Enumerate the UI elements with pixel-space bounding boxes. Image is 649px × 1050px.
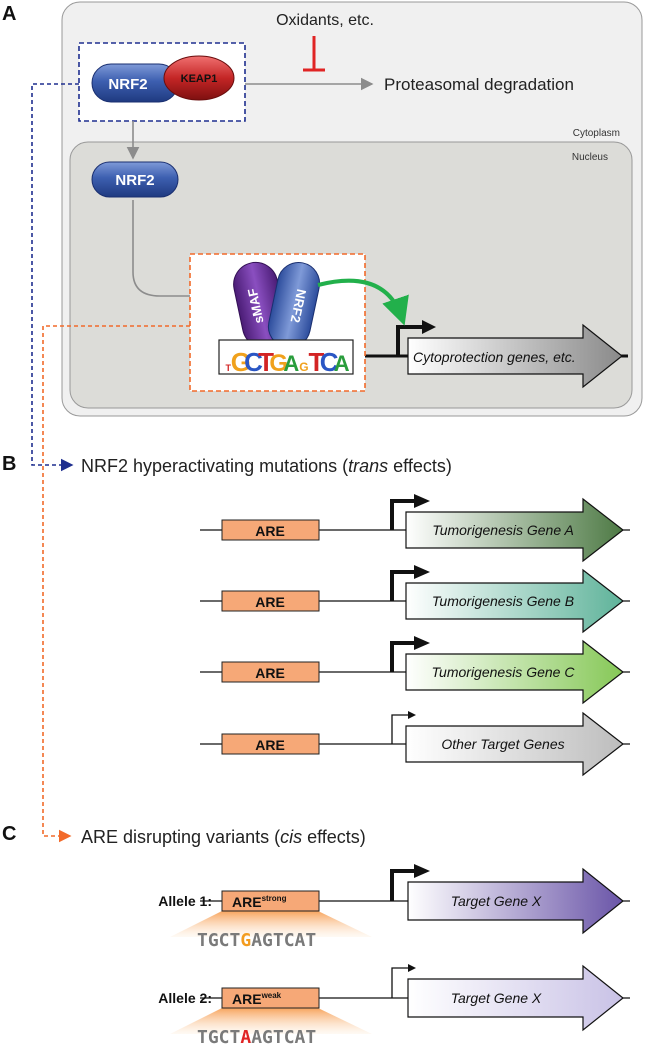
are-highlight-fan [170, 1008, 372, 1034]
nrf2-label-bound: NRF2 [288, 288, 310, 324]
gene-arrow [405, 497, 624, 563]
allele-label: Allele 2: [158, 990, 212, 1006]
are-motif-logo [218, 339, 354, 375]
cis-connector [42, 325, 190, 843]
cytoplasm-label: Cytoplasm [573, 128, 620, 139]
gene-arrow [407, 867, 624, 935]
gene-label: Tumorigenesis Gene C [432, 664, 576, 680]
are-box [221, 590, 320, 612]
panel-b-title: NRF2 hyperactivating mutations (trans ef… [81, 456, 452, 476]
are-box [221, 890, 320, 912]
are-label: AREweak [232, 991, 282, 1007]
tss-arrow [390, 499, 416, 530]
target-gene-row: ARE Tumorigenesis Gene C [200, 636, 630, 705]
motif-letter: C [320, 347, 339, 377]
target-gene-list: ARE Tumorigenesis Gene A ARE Tumorigenesis … [200, 494, 630, 777]
tss-arrow [391, 967, 410, 998]
trans-connector [31, 83, 79, 472]
nucleus-label: Nucleus [572, 152, 608, 163]
target-gene-row: ARE Tumorigenesis Gene B [200, 565, 630, 634]
are-label: ARE [255, 737, 285, 753]
are-box [221, 733, 320, 755]
gene-arrow [407, 964, 624, 1032]
allele-sequence: TGCTGAGTCAT [197, 930, 316, 951]
smaf-label: sMAF [245, 287, 267, 325]
are-highlight-fan [170, 911, 372, 937]
are-box [221, 661, 320, 683]
gene-arrow [405, 568, 624, 634]
nrf2-protein-nucleus [91, 161, 179, 198]
gene-label: Tumorigenesis Gene B [432, 593, 574, 609]
panel-a-letter: A [2, 3, 16, 25]
panel-c-letter: C [2, 823, 16, 845]
tss-arrow [391, 714, 410, 744]
gene-label: Other Target Genes [441, 736, 564, 752]
keap1-protein [163, 55, 235, 101]
motif-letter: T [226, 363, 232, 373]
panel-a: A Cytoplasm Nucleus Oxidants, etc. NRF2 … [2, 1, 643, 417]
are-label: AREstrong [232, 894, 287, 910]
tss-arrow [390, 641, 416, 672]
gene-label: Target Gene X [451, 893, 542, 909]
motif-letter: T [309, 347, 325, 377]
tss-arrow [390, 869, 416, 901]
motif-letter: T [258, 347, 274, 377]
are-label: ARE [255, 523, 285, 539]
gene-arrow [405, 711, 624, 777]
panel-c: C ARE disrupting variants (cis effects) … [2, 823, 630, 1048]
motif-letter: C [244, 347, 263, 377]
oxidants-label: Oxidants, etc. [276, 12, 374, 29]
gene-arrow [405, 639, 624, 705]
allele-sequence: TGCTAAGTCAT [197, 1027, 316, 1048]
target-gene-row: ARE Other Target Genes [200, 711, 630, 777]
cytoprotection-gene-label: Cytoprotection genes, etc. [413, 349, 576, 365]
motif-letter: G [269, 350, 288, 377]
degradation-label: Proteasomal degradation [384, 75, 574, 94]
target-gene-row: ARE Tumorigenesis Gene A [200, 494, 630, 563]
are-box [221, 987, 320, 1009]
tss-arrowhead [414, 565, 430, 579]
keap1-label: KEAP1 [181, 73, 218, 85]
tss-arrowhead [414, 636, 430, 650]
are-label: ARE [255, 594, 285, 610]
nrf2-label-nucleus: NRF2 [115, 172, 154, 189]
tss-arrow [390, 570, 416, 601]
cytoprotection-gene-arrow [407, 323, 623, 389]
tss-arrowhead [408, 711, 416, 719]
motif-letter: A [334, 351, 350, 376]
tss-arrowhead [408, 964, 416, 972]
panel-b: B NRF2 hyperactivating mutations (trans … [2, 453, 630, 777]
tss-arrowhead [414, 494, 430, 508]
motif-letter: A [283, 351, 299, 376]
panel-b-letter: B [2, 453, 16, 475]
are-label: ARE [255, 665, 285, 681]
gene-label: Target Gene X [451, 990, 542, 1006]
allele-label: Allele 1: [158, 893, 212, 909]
tss-arrowhead [414, 864, 430, 878]
are-box [221, 519, 320, 541]
motif-letter: G [299, 360, 308, 374]
tss-arrow-cyto [396, 320, 436, 357]
nrf2-label-cytoplasm: NRF2 [108, 76, 147, 93]
binding-arrow [132, 200, 217, 303]
activation-arrow [317, 278, 409, 326]
gene-label: Tumorigenesis Gene A [432, 522, 574, 538]
inhibition-symbol [303, 36, 325, 72]
motif-letter: G [231, 347, 251, 377]
panel-c-title: ARE disrupting variants (cis effects) [81, 827, 366, 847]
nrf2-protein-bound: NRF2 [267, 261, 321, 349]
